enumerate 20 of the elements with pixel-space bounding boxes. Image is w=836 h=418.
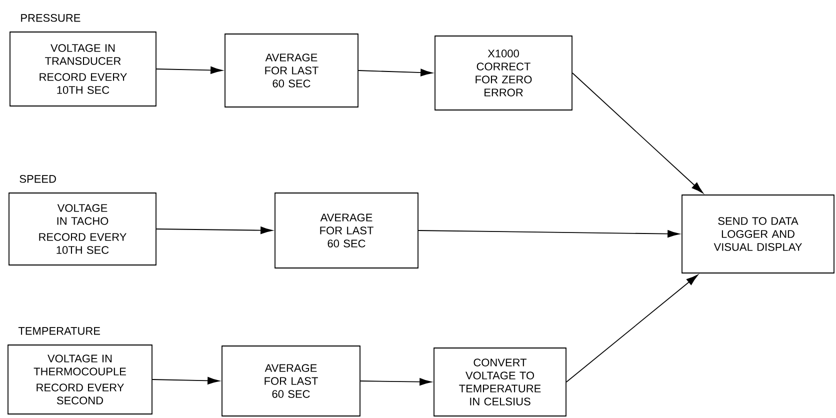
process-box: AVERAGE FOR LAST 60 SEC xyxy=(274,192,418,268)
source-box: VOLTAGE IN TACHO RECORD EVERY 10TH SEC xyxy=(8,192,156,266)
source-box: VOLTAGE IN TRANSDUCER RECORD EVERY 10TH SEC xyxy=(10,32,156,106)
arrow xyxy=(156,226,273,234)
heading: TEMPERATURE xyxy=(18,327,100,335)
arrow xyxy=(358,68,433,76)
arrow xyxy=(152,376,220,384)
arrow xyxy=(360,378,432,386)
process-box: AVERAGE FOR LAST 60 SEC xyxy=(222,346,360,416)
arrow xyxy=(566,274,698,382)
source-box: VOLTAGE IN THERMOCOUPLE RECORD EVERY SECOND xyxy=(8,344,152,414)
arrow xyxy=(156,66,223,74)
process-box: CONVERT VOLTAGE TO TEMPERATURE IN CELSIUS xyxy=(434,348,566,416)
arrow xyxy=(418,230,680,238)
process-box: X1000 CORRECT FOR ZERO ERROR xyxy=(434,36,572,110)
process-box: AVERAGE FOR LAST 60 SEC xyxy=(224,34,358,108)
heading: SPEED xyxy=(20,175,56,183)
output-box: SEND TO DATA LOGGER AND VISUAL DISPLAY xyxy=(682,194,834,274)
heading: PRESSURE xyxy=(21,14,80,22)
arrow xyxy=(572,72,704,194)
